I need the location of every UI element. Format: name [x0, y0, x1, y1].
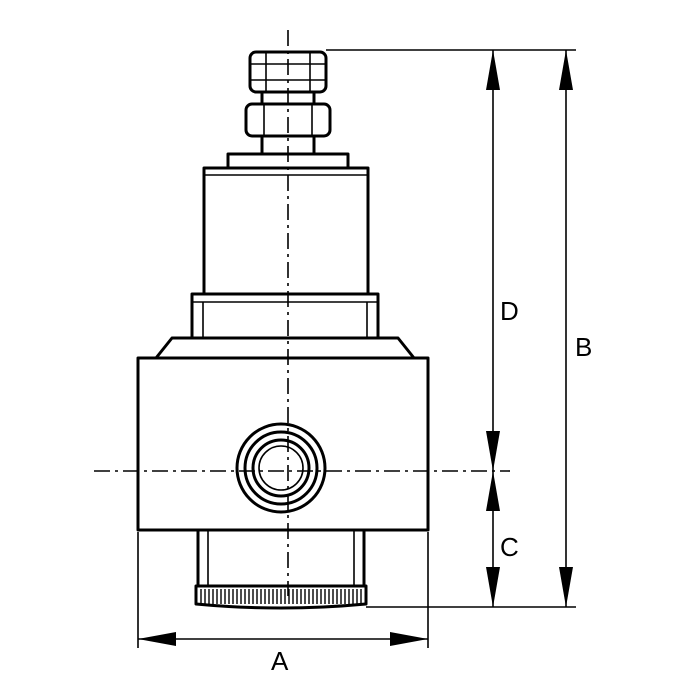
bonnet-ring — [154, 292, 416, 360]
dimension-a: A — [137, 532, 429, 676]
bonnet — [202, 152, 370, 296]
dimension-c: C — [486, 471, 519, 607]
dimension-label-b: B — [575, 332, 592, 362]
dimension-b: B — [559, 50, 592, 607]
port-fitting — [235, 422, 327, 514]
dimension-label-a: A — [271, 646, 289, 676]
dimension-label-d: D — [500, 296, 519, 326]
dimension-label-c: C — [500, 532, 519, 562]
bottom-cap — [194, 528, 368, 610]
knurled-ring — [200, 589, 362, 604]
dimension-d: D — [486, 50, 519, 471]
